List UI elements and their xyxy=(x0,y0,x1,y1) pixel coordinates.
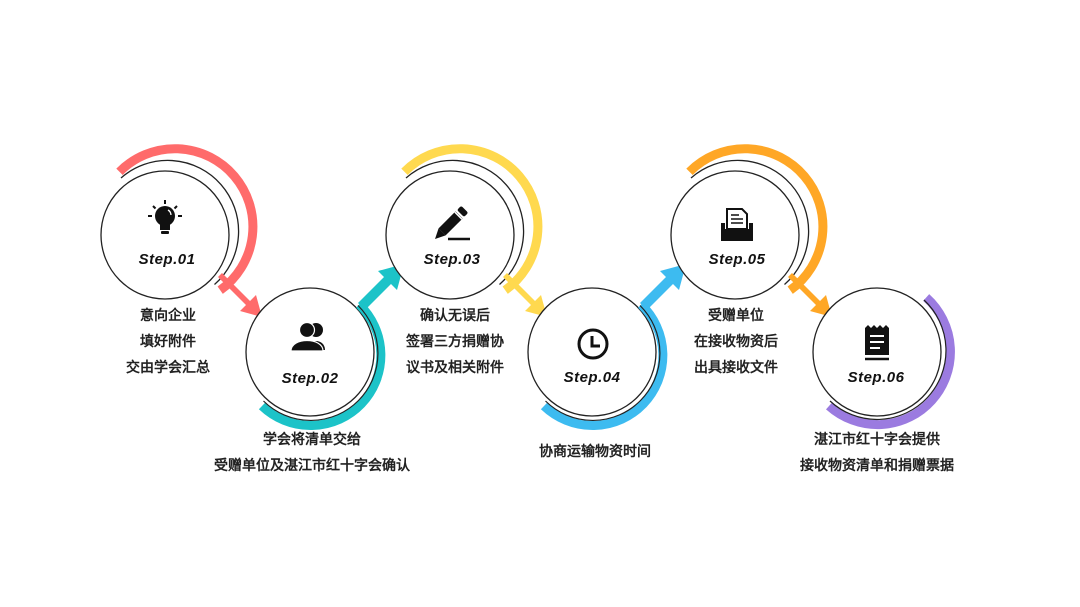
step-04-circle xyxy=(527,287,657,417)
receipt-icon xyxy=(865,325,889,361)
step-03-line-3: 议书及相关附件 xyxy=(406,360,504,376)
step-01-inner-arc xyxy=(120,159,240,285)
step-03-arc xyxy=(401,144,543,294)
step-04-line-1: 协商运输物资时间 xyxy=(539,444,651,460)
step-03-label: Step.03 xyxy=(424,251,481,268)
step-04-inner-arc xyxy=(545,305,661,421)
step-01-label: Step.01 xyxy=(139,251,196,268)
step-05-description: 受赠单位 在接收物资后 出具接收文件 xyxy=(694,303,778,381)
step-02-arc xyxy=(258,301,386,430)
step-06-description: 湛江市红十字会提供 接收物资清单和捐赠票据 xyxy=(800,427,954,479)
step-01-arrow xyxy=(213,273,262,317)
step-02-circle xyxy=(245,287,375,417)
step-03-circle xyxy=(385,170,515,300)
step-06-line-2: 接收物资清单和捐赠票据 xyxy=(800,458,954,474)
step-05-label: Step.05 xyxy=(709,251,766,268)
step-03-line-2: 签署三方捐赠协 xyxy=(406,334,504,350)
step-03-description: 确认无误后 签署三方捐赠协 议书及相关附件 xyxy=(406,303,504,381)
clock-icon xyxy=(577,328,609,360)
step-01-circle xyxy=(100,170,230,300)
file-tray-icon xyxy=(721,208,753,241)
step-02-description: 学会将清单交给 受赠单位及湛江市红十字会确认 xyxy=(214,427,410,479)
step-05-line-2: 在接收物资后 xyxy=(694,334,778,350)
step-04: Step.04 xyxy=(527,264,686,430)
step-05-arrow xyxy=(783,273,832,317)
step-01-line-1: 意向企业 xyxy=(140,308,196,324)
users-icon xyxy=(290,321,325,352)
step-02: Step.02 xyxy=(245,264,404,430)
step-06-line-1: 湛江市红十字会提供 xyxy=(814,432,940,448)
step-01-line-2: 填好附件 xyxy=(140,334,196,350)
step-05-line-1: 受赠单位 xyxy=(708,308,764,324)
step-05-arc xyxy=(686,144,828,294)
step-01-description: 意向企业 填好附件 交由学会汇总 xyxy=(126,303,210,381)
step-03-line-1: 确认无误后 xyxy=(420,308,490,324)
step-02-arrow xyxy=(356,264,404,310)
step-06-label: Step.06 xyxy=(848,369,905,386)
step-06-inner-arc xyxy=(829,299,947,421)
step-02-line-2: 受赠单位及湛江市红十字会确认 xyxy=(214,458,410,474)
step-02-line-1: 学会将清单交给 xyxy=(263,432,361,448)
step-04-description: 协商运输物资时间 xyxy=(539,439,651,465)
step-05-line-3: 出具接收文件 xyxy=(694,360,778,376)
step-04-arrow xyxy=(638,264,686,310)
step-02-label: Step.02 xyxy=(282,370,339,387)
step-01-line-3: 交由学会汇总 xyxy=(126,360,210,376)
step-03: Step.03 xyxy=(385,144,547,317)
step-01-arc xyxy=(116,144,258,294)
pencil-icon xyxy=(435,206,470,241)
step-06-arc xyxy=(826,294,955,430)
lightbulb-icon xyxy=(148,200,182,234)
step-04-label: Step.04 xyxy=(564,369,621,386)
step-03-arrow xyxy=(498,273,547,317)
step-05: Step.05 xyxy=(670,144,832,317)
step-01: Step.01 xyxy=(100,144,262,317)
step-03-inner-arc xyxy=(405,159,525,285)
step-06: Step.06 xyxy=(812,287,955,430)
step-02-inner-arc xyxy=(263,305,379,421)
step-05-inner-arc xyxy=(690,159,810,285)
step-04-arc xyxy=(540,301,668,430)
